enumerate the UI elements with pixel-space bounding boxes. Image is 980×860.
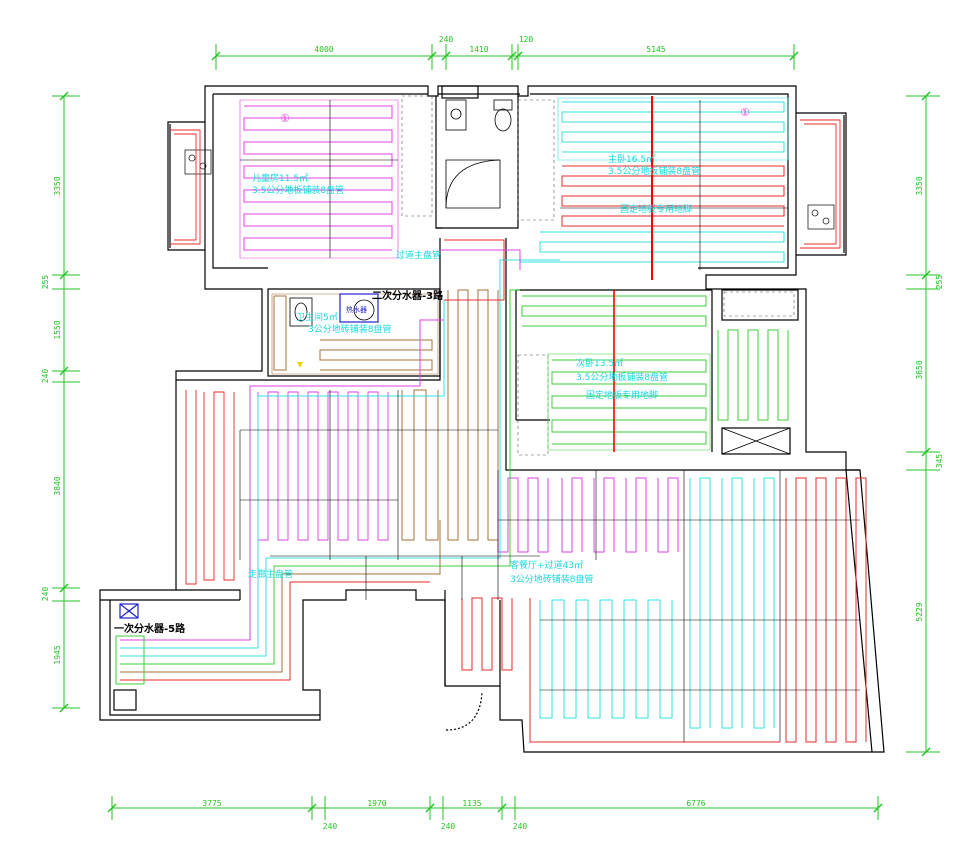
- master-room-coils-cyan: [520, 97, 789, 263]
- second-room-note: 固定地板专用地脚: [586, 389, 658, 401]
- walls: [99, 85, 885, 753]
- dim-top-2: 240: [439, 35, 454, 44]
- dim-right-1: 3350: [915, 176, 924, 195]
- living-desc: 3公分地砖铺装8盘管: [510, 573, 593, 585]
- manifold-box-lower: [119, 603, 139, 619]
- ac-icon-left: [184, 149, 212, 175]
- second-room-desc: 3.5公分地板铺装8盘管: [576, 371, 668, 383]
- second-room-coils: [521, 295, 789, 451]
- master-room-mark: ①: [740, 106, 750, 119]
- corridor-main-label: 过道主盘管: [396, 249, 441, 261]
- triangle-marker: [297, 362, 303, 368]
- kids-room-desc: 3.5公分地板铺装8盘管: [252, 184, 344, 196]
- dimension-lines: [52, 44, 940, 820]
- wardrobes: [401, 95, 795, 456]
- living-title: 客餐厅+过道43㎡: [510, 559, 583, 571]
- dim-left-6: 240: [41, 587, 50, 602]
- dim-right-2: 255: [935, 275, 944, 290]
- dim-right-5: 5229: [915, 602, 924, 621]
- dim-top-4: 120: [519, 35, 534, 44]
- dimension-ticks: [59, 51, 931, 813]
- dim-bottom-small-1: 240: [323, 822, 338, 831]
- kids-room-coils: [239, 99, 399, 259]
- living-main-coils-magenta: [497, 477, 679, 553]
- bath-desc: 3公分地砖铺装8盘管: [308, 323, 391, 335]
- bathroom-fixtures: [289, 99, 513, 327]
- kids-room-mark: ①: [280, 112, 290, 125]
- dim-left-5: 3840: [53, 476, 62, 495]
- dim-top-3: 1410: [469, 45, 488, 54]
- storage-cross-symbol: [721, 427, 791, 455]
- small-bath-coils: [271, 293, 439, 375]
- dim-bottom-2: 1970: [367, 799, 386, 808]
- master-room-coils-red: [561, 165, 785, 227]
- living-main-coils-cyan: [539, 477, 775, 729]
- dim-left-3: 1550: [53, 320, 62, 339]
- second-room-title: 次卧13.5㎡: [576, 357, 623, 369]
- master-room-note: 固定地板专用地脚: [620, 203, 692, 215]
- kids-room-title: 儿童房11.5㎡: [252, 172, 308, 184]
- dim-right-3: 3650: [915, 360, 924, 379]
- dim-right-4: 345: [935, 454, 944, 469]
- manifold-box-upper: [339, 293, 379, 323]
- water-heater-tag: 热水器: [346, 305, 367, 314]
- master-room-desc: 3.5公分地板铺装8盘管: [608, 165, 700, 177]
- dim-bottom-4: 6776: [686, 799, 705, 808]
- grid-lines: [239, 100, 860, 742]
- manifold-lower-label: 一次分水器-5路: [114, 622, 186, 635]
- bay-window-coils: [170, 119, 841, 249]
- manifold-lower-body: [115, 635, 145, 685]
- dim-bottom-small-3: 240: [513, 822, 528, 831]
- dim-top-5: 5145: [646, 45, 665, 54]
- bath-title: 卫生间5㎡: [296, 311, 338, 323]
- dim-bottom-1: 3775: [202, 799, 221, 808]
- living-main-coils-red: [461, 477, 867, 743]
- living-left-coils: [185, 390, 235, 585]
- master-room-title: 主卧16.5㎡: [608, 153, 655, 165]
- dim-left-4: 240: [41, 369, 50, 384]
- ac-icon-right: [807, 204, 835, 230]
- dim-left-2: 255: [41, 275, 50, 290]
- entry-main-label: 走廊主盘管: [248, 568, 293, 580]
- dim-bottom-small-2: 240: [441, 822, 456, 831]
- living-left-coils-magenta: [257, 391, 389, 541]
- dim-left-1: 3350: [53, 176, 62, 195]
- supply-lines: [120, 239, 560, 681]
- corridor-brown-coils: [401, 289, 499, 541]
- dim-left-7: 1945: [53, 645, 62, 664]
- manifold-upper-label: 二次分水器-3路: [372, 289, 444, 302]
- dim-top-1: 4000: [314, 45, 333, 54]
- dim-bottom-3: 1135: [462, 799, 481, 808]
